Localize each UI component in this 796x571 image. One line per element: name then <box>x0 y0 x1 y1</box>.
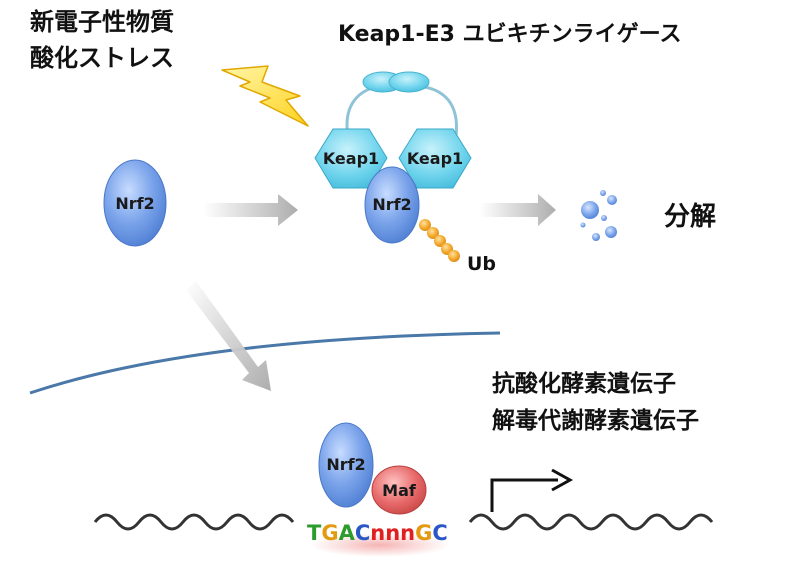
nrf2-free-label: Nrf2 <box>115 194 154 213</box>
arrow-to-degradation <box>480 194 556 226</box>
keap1-btb-domain-right <box>388 71 430 93</box>
stress-label-line2: 酸化ストレス <box>30 44 174 72</box>
arrow-to-keap1 <box>203 194 298 226</box>
nrf2-nuclear-label: Nrf2 <box>326 455 365 474</box>
ub-label: Ub <box>467 253 496 275</box>
transcription-start-arrow <box>490 478 558 512</box>
nrf2-free: Nrf2 <box>103 159 167 247</box>
keap1-right-hexagon: Keap1 <box>398 128 472 189</box>
keap1-left-hexagon: Keap1 <box>314 128 388 189</box>
are-base-3: C <box>355 521 370 545</box>
are-base-2: A <box>339 521 356 545</box>
dna-strand-right <box>468 513 714 531</box>
are-base-4: n <box>370 521 385 545</box>
dna-strand-left <box>93 513 295 531</box>
degradation-label: 分解 <box>664 202 716 232</box>
are-glow <box>310 533 450 557</box>
nrf2-bound-label: Nrf2 <box>372 195 411 214</box>
nrf2-bound: Nrf2 <box>364 166 420 244</box>
are-sequence: TGACnnnGC <box>307 521 448 545</box>
are-base-7: G <box>415 521 432 545</box>
gene-label-line2: 解毒代謝酵素遺伝子 <box>492 407 699 434</box>
ubiquitin-chain <box>419 219 460 262</box>
are-base-1: G <box>321 521 338 545</box>
are-base-6: n <box>400 521 415 545</box>
transcription-arrow-head <box>551 468 574 492</box>
are-base-5: n <box>385 521 400 545</box>
gene-label-line1: 抗酸化酵素遺伝子 <box>492 370 676 397</box>
are-base-8: C <box>432 521 447 545</box>
stress-label-line1: 新電子性物質 <box>30 8 174 36</box>
keap1-left-label: Keap1 <box>323 149 379 168</box>
ligase-title: Keap1-E3 ユビキチンライゲース <box>338 22 682 47</box>
nuclear-membrane <box>29 331 501 395</box>
are-base-0: T <box>307 521 322 545</box>
maf-label: Maf <box>382 481 417 500</box>
arrow-to-nucleus <box>186 281 271 391</box>
nrf2-nuclear: Nrf2 <box>318 422 374 508</box>
keap1-right-label: Keap1 <box>407 149 463 168</box>
degradation-fragments <box>580 190 617 241</box>
lightning-bolt-icon <box>221 65 309 127</box>
maf-protein: Maf <box>371 465 427 515</box>
